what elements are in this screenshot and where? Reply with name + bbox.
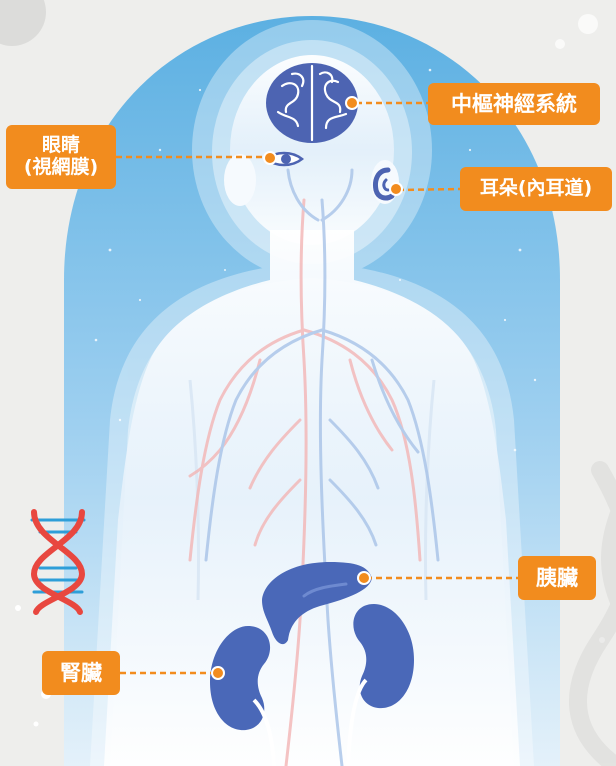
brain-icon (266, 63, 358, 143)
label-central-nervous-system-text: 中樞神經系統 (451, 92, 577, 116)
marker-kidney (212, 667, 224, 679)
label-kidney-text: 腎臟 (60, 661, 102, 685)
label-kidney: 腎臟 (42, 651, 120, 695)
label-eye-text: 眼睛 (42, 135, 80, 157)
label-central-nervous-system: 中樞神經系統 (428, 83, 600, 125)
faint-dna-decoration (578, 470, 616, 766)
label-pancreas: 胰臟 (518, 556, 596, 600)
marker-eye (264, 152, 276, 164)
label-retina-text: (視網膜) (24, 157, 98, 179)
label-eye-retina: 眼睛 (視網膜) (6, 125, 116, 189)
label-ear-inner-ear: 耳朵(內耳道) (460, 167, 612, 211)
marker-pancreas (358, 572, 370, 584)
label-ear-text: 耳朵(內耳道) (480, 178, 592, 200)
label-pancreas-text: 胰臟 (536, 566, 578, 590)
marker-ear (390, 183, 402, 195)
marker-brain (346, 97, 358, 109)
